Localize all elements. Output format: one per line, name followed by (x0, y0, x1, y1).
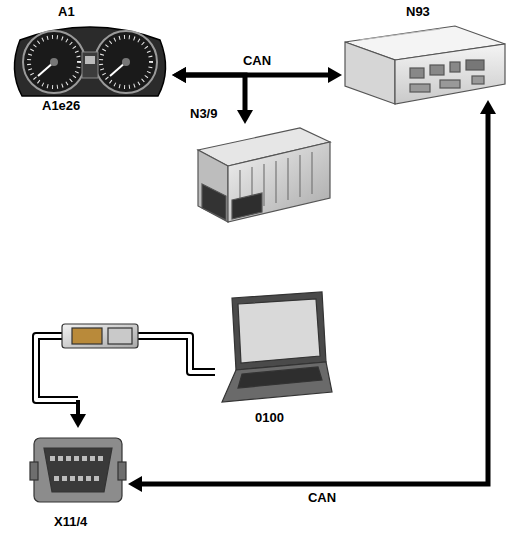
diagnostic-socket (30, 438, 126, 502)
component-label: N93 (406, 4, 430, 19)
arrow-head (328, 67, 342, 83)
control-unit-box (345, 26, 505, 104)
engine-control-unit (198, 128, 330, 222)
arrow-head (70, 414, 86, 428)
component-node: X11/4 (28, 428, 128, 508)
arrow-head (237, 110, 253, 124)
laptop-computer (222, 292, 332, 402)
component-label: N3/9 (190, 106, 217, 121)
bus-line (182, 75, 245, 114)
bus-label: CAN (308, 490, 336, 505)
can-connector (128, 100, 496, 492)
bus-label: CAN (243, 53, 271, 68)
instrument-cluster (14, 27, 165, 96)
bus-line (138, 110, 488, 484)
cable-connector (36, 336, 215, 428)
arrow-head (172, 67, 186, 83)
component-node: 0100 (215, 292, 335, 404)
component-node: A1A1e26 (8, 4, 172, 116)
component-label: X11/4 (54, 514, 87, 529)
component-label: A1e26 (42, 98, 80, 113)
component-label: 0100 (255, 410, 284, 425)
component-node: N93 (342, 4, 506, 100)
can-connector (172, 67, 253, 124)
component-node: N3/9 (186, 124, 334, 228)
component-label: A1 (58, 4, 75, 19)
diagnostic-interface (62, 324, 138, 348)
arrow-head (172, 67, 186, 83)
arrow-head (128, 476, 142, 492)
arrow-head (480, 100, 496, 114)
